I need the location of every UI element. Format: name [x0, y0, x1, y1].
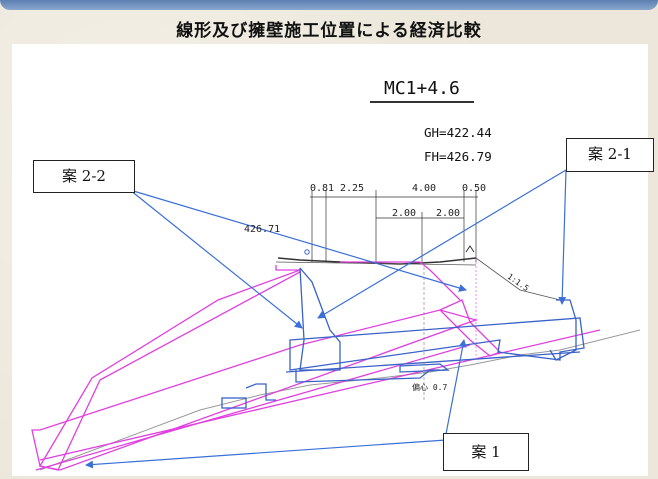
ground-height-label: GH=422.44 — [424, 125, 492, 140]
callout-arrows — [85, 169, 567, 469]
formation-height-label: FH=426.79 — [424, 149, 492, 164]
station-underline — [370, 101, 474, 103]
callout-plan-1: 案 1 — [443, 433, 529, 471]
eccentric-label: 偏心 0.7 — [412, 383, 448, 392]
dimension-label: 2.25 — [340, 183, 365, 194]
dimension-label: 2.00 — [392, 208, 417, 219]
dimension-label: 0.81 — [310, 183, 335, 194]
callout-plan-2-1: 案 2-1 — [566, 138, 654, 172]
plan-structures-blue — [221, 267, 585, 409]
dimension-label: 4.00 — [412, 183, 437, 194]
slide-title: 線形及び擁壁施工位置による経済比較 — [176, 21, 482, 41]
station-label: MC1+4.6 — [384, 78, 460, 99]
callout-plan-2-2: 案 2-2 — [33, 160, 135, 193]
road-surface — [277, 257, 477, 265]
slide-header-bar — [0, 0, 658, 10]
dimension-label: 2.00 — [436, 208, 461, 219]
elevation-label: 426.71 — [244, 224, 281, 235]
dimension-label: 0.50 — [462, 183, 487, 194]
